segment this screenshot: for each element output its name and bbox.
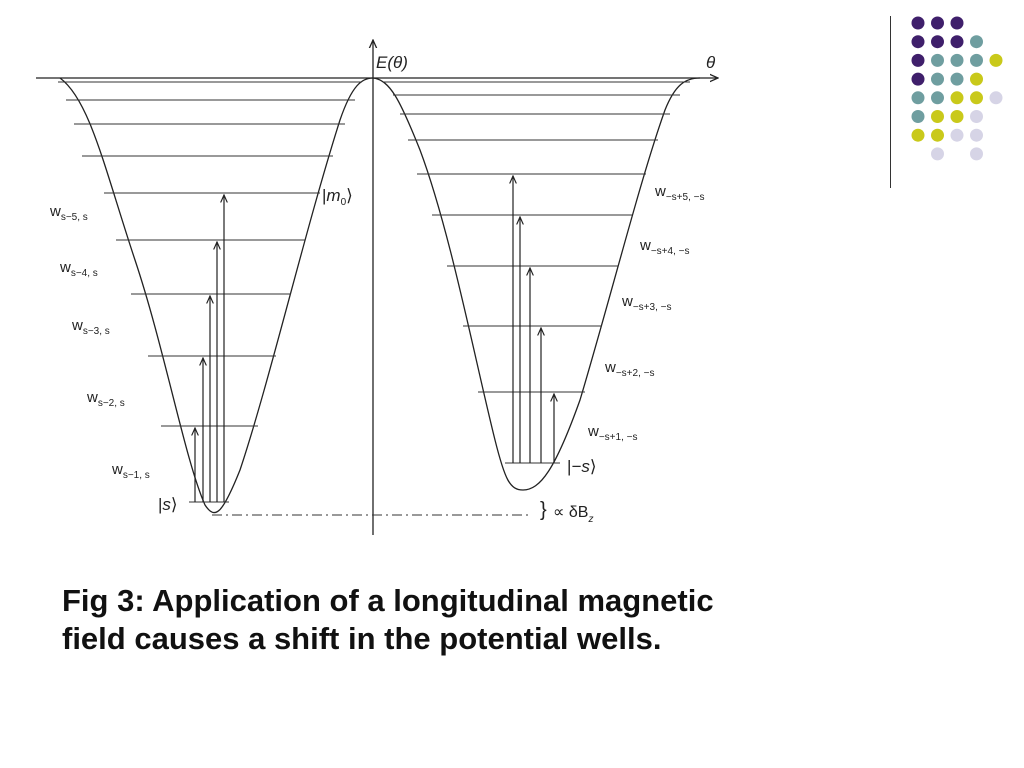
right-well-curve: [372, 77, 701, 491]
theta-axis-label: θ: [706, 53, 716, 72]
decorative-dot: [989, 53, 1003, 67]
left-transition-label: ws−3, s: [71, 317, 110, 337]
decorative-dot: [950, 128, 964, 142]
left-transition-label: ws−4, s: [59, 259, 98, 279]
decorative-dot: [970, 91, 983, 105]
right-transition-label: w−s+4, −s: [639, 237, 689, 257]
left-transition-label: ws−1, s: [111, 461, 150, 481]
decorative-dot: [911, 16, 925, 30]
right-energy-levels: [383, 81, 690, 464]
left-transition-arrows: [195, 195, 224, 502]
decorative-divider: [890, 16, 891, 188]
left-transition-label: ws−5, s: [49, 203, 88, 223]
decorative-dot: [970, 128, 983, 142]
decorative-dot-grid: [911, 16, 1003, 161]
decorative-dot: [931, 72, 944, 86]
decorative-dot: [911, 35, 925, 49]
decorative-dot: [950, 72, 964, 86]
right-transition-arrows: [513, 176, 554, 463]
left-top-state-ket: |m0⟩: [322, 186, 353, 208]
energy-axis-label: E(θ): [376, 53, 408, 72]
decorative-dot: [931, 110, 944, 123]
decorative-dot: [931, 35, 944, 49]
decorative-dot: [950, 35, 964, 49]
right-transition-label: w−s+1, −s: [587, 423, 637, 443]
decorative-dot: [950, 110, 964, 123]
decorative-dot: [911, 53, 925, 67]
decorative-dot: [931, 128, 944, 142]
decorative-dot: [911, 128, 925, 142]
right-transition-label: w−s+5, −s: [654, 183, 704, 203]
decorative-dot: [911, 110, 925, 123]
decorative-dot: [950, 53, 964, 67]
double-well-diagram: E(θ) θ: [36, 0, 1024, 535]
decorative-dot: [911, 72, 925, 86]
decorative-dot: [989, 91, 1003, 105]
decorative-dot: [970, 35, 983, 49]
left-transition-label: ws−2, s: [86, 389, 125, 409]
decorative-dot: [931, 147, 944, 161]
decorative-dot: [931, 16, 944, 30]
shift-brace: }: [540, 499, 547, 521]
decorative-dot: [931, 91, 944, 105]
right-transition-label: w−s+3, −s: [621, 293, 671, 313]
figure-caption: Fig 3: Application of a longitudinal mag…: [62, 583, 714, 656]
decorative-dot: [950, 16, 964, 30]
decorative-dot: [911, 91, 925, 105]
left-well-curve: [59, 77, 374, 514]
right-ground-state-ket: |−s⟩: [567, 457, 597, 476]
decorative-dot: [970, 53, 983, 67]
decorative-dot: [970, 110, 983, 123]
decorative-dot: [970, 72, 983, 86]
decorative-dot: [931, 53, 944, 67]
decorative-dot: [970, 147, 983, 161]
decorative-dot: [950, 91, 964, 105]
shift-label: ∝ δBz: [553, 504, 593, 525]
right-transition-label: w−s+2, −s: [604, 359, 654, 379]
left-ground-state-ket: |s⟩: [158, 495, 178, 514]
